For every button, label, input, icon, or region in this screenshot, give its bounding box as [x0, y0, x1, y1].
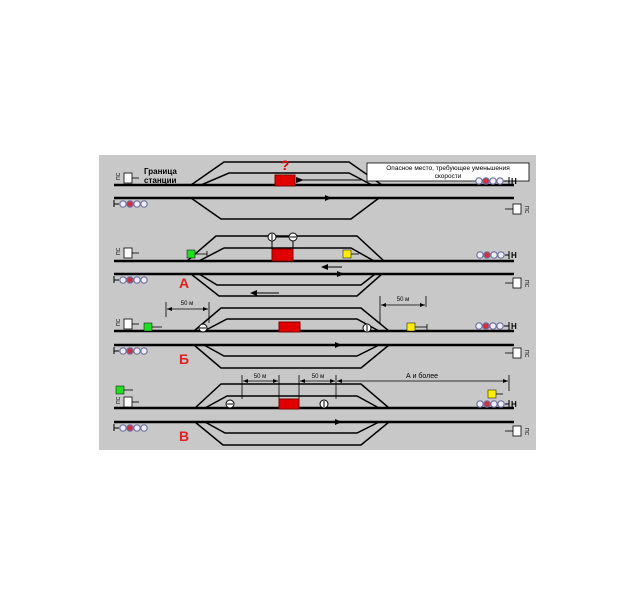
danger-callout-line-1: Опасное место, требующее уменьшения: [386, 164, 510, 172]
danger-zone: [278, 321, 301, 333]
track-arrow-head: [325, 195, 332, 201]
svg-text:ПС: ПС: [116, 396, 122, 404]
section-letter: А: [179, 275, 189, 291]
siding-lower-inner: [198, 273, 376, 286]
yellow-sign: [487, 389, 497, 399]
exit-signal-left: [113, 276, 148, 284]
station-boundary-sign-left: ПС: [116, 247, 139, 259]
green-sign: [186, 249, 196, 259]
signal-letter: Н: [511, 177, 517, 186]
danger-callout-box: [366, 162, 530, 182]
exit-signal-left: [113, 200, 148, 208]
section-v: 50 м 50 м А и более В ПС Н: [113, 372, 529, 446]
siding-lower: [190, 197, 380, 220]
entrance-signal-right: Н: [475, 322, 517, 331]
station-boundary-label-1: Граница: [144, 167, 177, 176]
svg-text:ПС: ПС: [523, 280, 529, 288]
dimension-left: 50 м: [254, 374, 266, 380]
station-boundary-sign: [123, 172, 133, 184]
yellow-sign: [406, 322, 416, 332]
svg-text:Н: Н: [511, 400, 517, 409]
svg-text:ПС: ПС: [523, 350, 529, 358]
entrance-signal-right: Н: [476, 400, 517, 409]
svg-text:Н: Н: [511, 251, 517, 260]
signal-code-label: ПС: [116, 172, 122, 180]
section-letter: Б: [179, 351, 189, 367]
station-speed-restriction-diagram: ? ПС Граница станции Опасное место, треб…: [99, 155, 536, 450]
boundary-sign-right: ПС: [505, 203, 529, 215]
section-letter: В: [179, 428, 189, 444]
exit-signal-left: [113, 424, 148, 432]
danger-zone: [274, 174, 296, 187]
siding-upper-outer: [186, 235, 385, 262]
siding-upper-outer: [190, 161, 383, 186]
svg-text:ПС: ПС: [116, 318, 122, 326]
entrance-signal-right: Н: [475, 177, 517, 186]
green-sign: [143, 322, 153, 332]
entrance-signal-right: Н: [476, 251, 517, 260]
siding-lower-inner: [204, 421, 380, 434]
siding-lower-outer: [193, 344, 390, 369]
section-a: А ПС Н ПС: [113, 232, 529, 297]
svg-text:ПС: ПС: [523, 206, 529, 214]
question-mark: ?: [281, 157, 290, 173]
svg-text:Н: Н: [511, 322, 517, 331]
dimension-far: А и более: [406, 372, 438, 380]
track-arrow-head: [337, 271, 344, 277]
dimension-right: 50 м: [312, 374, 324, 380]
danger-zone: [278, 398, 300, 410]
svg-text:ПС: ПС: [116, 247, 122, 255]
station-boundary-sign-left: ПС: [116, 396, 139, 408]
station-boundary-sign-left: ПС: [116, 318, 139, 330]
siding-upper-outer: [194, 383, 390, 409]
boundary-sign-right: ПС: [505, 347, 529, 359]
exit-signal-left: [113, 347, 148, 355]
siding-upper-inner: [198, 247, 375, 262]
dimension-left: 50 м: [181, 301, 193, 307]
green-sign: [115, 385, 125, 395]
boundary-sign-right: ПС: [505, 425, 529, 437]
siding-upper-outer: [193, 307, 390, 332]
danger-zone: [271, 248, 294, 262]
section-b: 50 м 50 м Б ПС Н: [113, 296, 529, 369]
svg-text:ПС: ПС: [523, 428, 529, 436]
danger-callout-line-2: скорости: [435, 173, 462, 180]
station-boundary-label-2: станции: [144, 176, 176, 185]
siding-upper-inner: [204, 395, 380, 409]
siding-lower-inner: [203, 344, 380, 357]
section-top: ? ПС Граница станции Опасное место, треб…: [113, 157, 530, 220]
siding-lower-outer: [190, 273, 383, 297]
yellow-sign: [342, 249, 352, 259]
siding-upper-inner: [200, 172, 373, 186]
diagram-background: [99, 155, 536, 450]
boundary-sign-right: ПС: [505, 277, 529, 289]
siding-lower-outer: [194, 421, 390, 446]
dimension-right: 50 м: [397, 297, 409, 303]
